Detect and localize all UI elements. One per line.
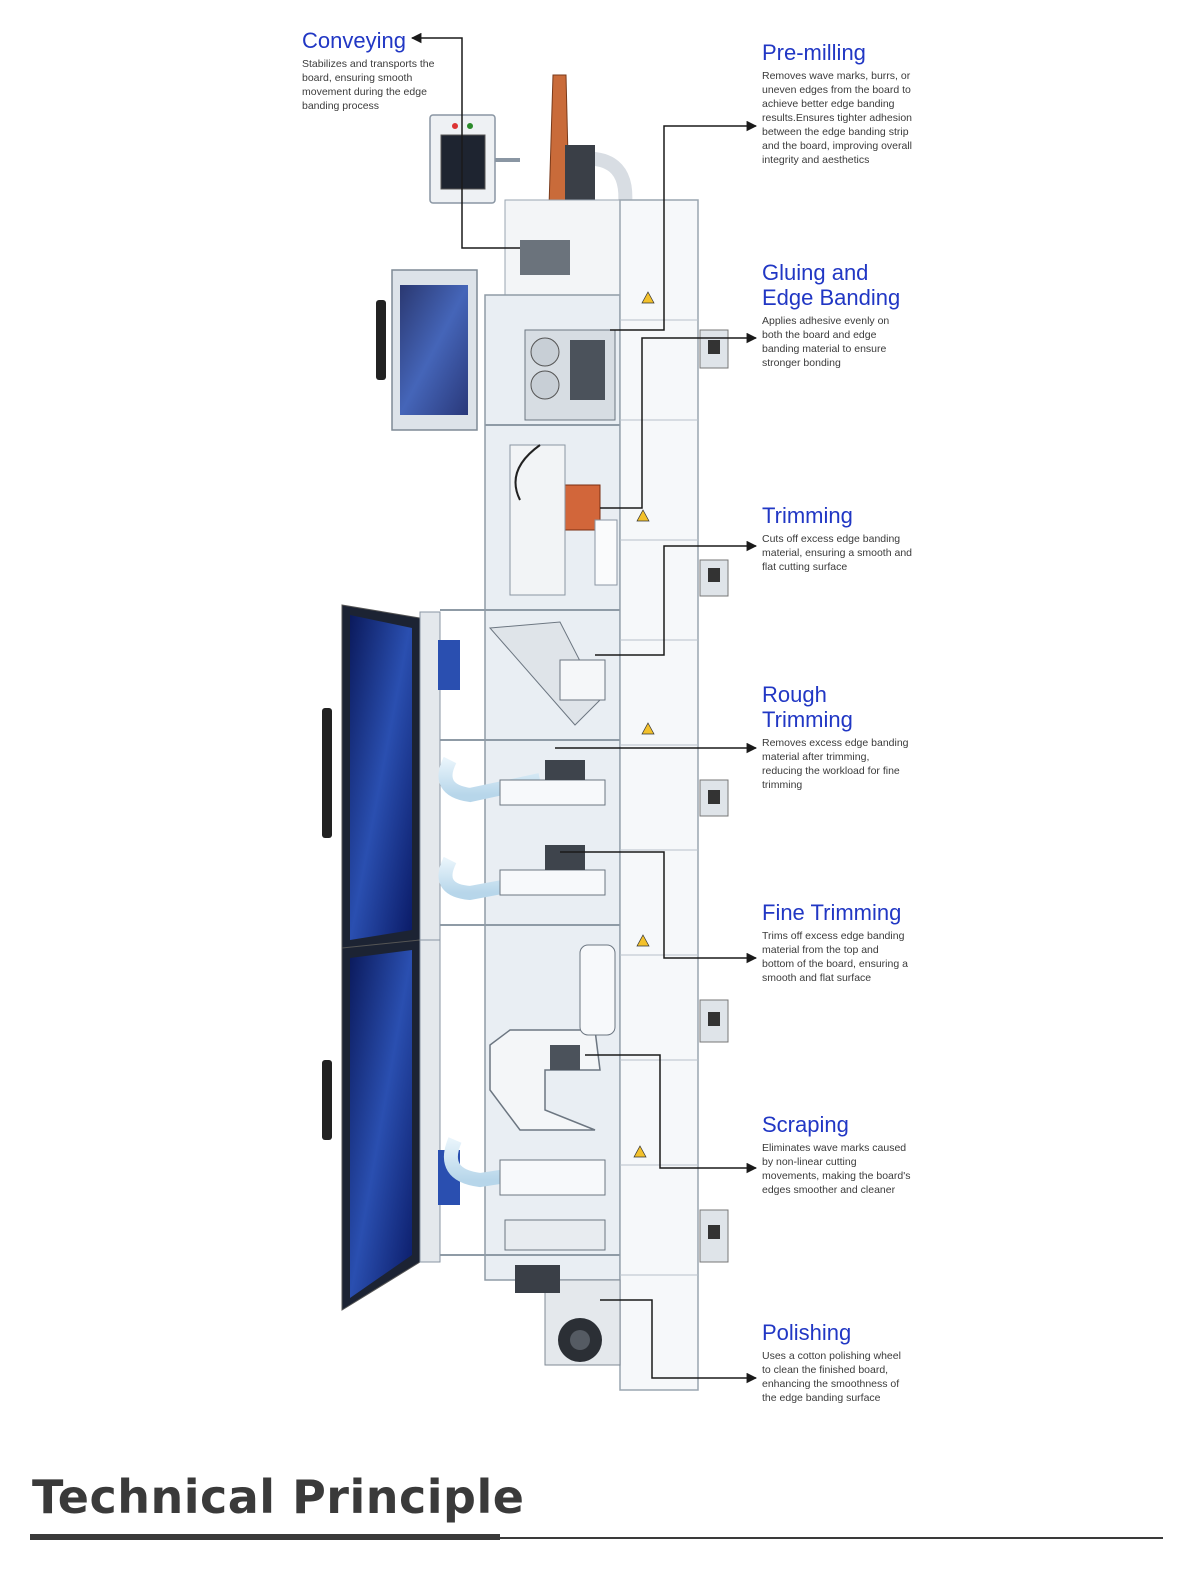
trimming-units — [438, 621, 606, 901]
premilling-unit — [504, 74, 633, 296]
label-scraping: Scraping Eliminates wave marks caused by… — [762, 1112, 912, 1197]
label-conveying: Conveying Stabilizes and transports the … — [302, 28, 452, 113]
label-premilling-title: Pre-milling — [762, 40, 866, 65]
label-polishing: Polishing Uses a cotton polishing wheel … — [762, 1320, 912, 1405]
label-rough-desc: Removes excess edge banding material aft… — [762, 737, 909, 791]
label-polishing-desc: Uses a cotton polishing wheel to clean t… — [762, 1350, 901, 1404]
leader-lines — [410, 32, 758, 1384]
page-title: Technical Principle — [32, 1470, 525, 1524]
leader-scraping — [585, 1054, 758, 1174]
gluing-unit — [509, 329, 618, 596]
label-gluing-title: Gluing and Edge Banding — [762, 260, 901, 310]
leader-premilling — [610, 120, 758, 331]
upper-door — [376, 269, 478, 431]
leader-fine — [560, 851, 758, 964]
label-trimming-title: Trimming — [762, 503, 853, 528]
label-gluing-desc: Applies adhesive evenly on both the boar… — [762, 315, 890, 369]
label-conveying-title: Conveying — [302, 28, 406, 53]
label-premilling: Pre-milling Removes wave marks, burrs, o… — [762, 40, 912, 167]
label-polishing-title: Polishing — [762, 1320, 852, 1345]
polishing-unit — [515, 1265, 621, 1366]
label-rough: Rough Trimming Removes excess edge bandi… — [762, 682, 912, 792]
label-fine-title: Fine Trimming — [762, 900, 902, 925]
leader-trimming — [595, 540, 758, 656]
label-trimming: Trimming Cuts off excess edge banding ma… — [762, 503, 912, 574]
label-fine-desc: Trims off excess edge banding material f… — [762, 930, 908, 984]
leader-gluing — [600, 332, 758, 509]
label-conveying-desc: Stabilizes and transports the board, ens… — [302, 58, 435, 112]
control-panel — [429, 114, 520, 204]
label-scraping-desc: Eliminates wave marks caused by non-line… — [762, 1142, 911, 1196]
label-gluing: Gluing and Edge Banding Applies adhesive… — [762, 260, 912, 370]
scraping-unit — [444, 944, 616, 1251]
label-rough-title: Rough Trimming — [762, 682, 853, 732]
middle-door — [322, 604, 460, 951]
leader-polishing — [600, 1299, 758, 1384]
label-scraping-title: Scraping — [762, 1112, 849, 1137]
label-premilling-desc: Removes wave marks, burrs, or uneven edg… — [762, 70, 913, 166]
leader-conveying — [410, 32, 520, 249]
label-trimming-desc: Cuts off excess edge banding material, e… — [762, 533, 912, 573]
lower-door — [322, 939, 460, 1311]
label-fine: Fine Trimming Trims off excess edge band… — [762, 900, 912, 985]
